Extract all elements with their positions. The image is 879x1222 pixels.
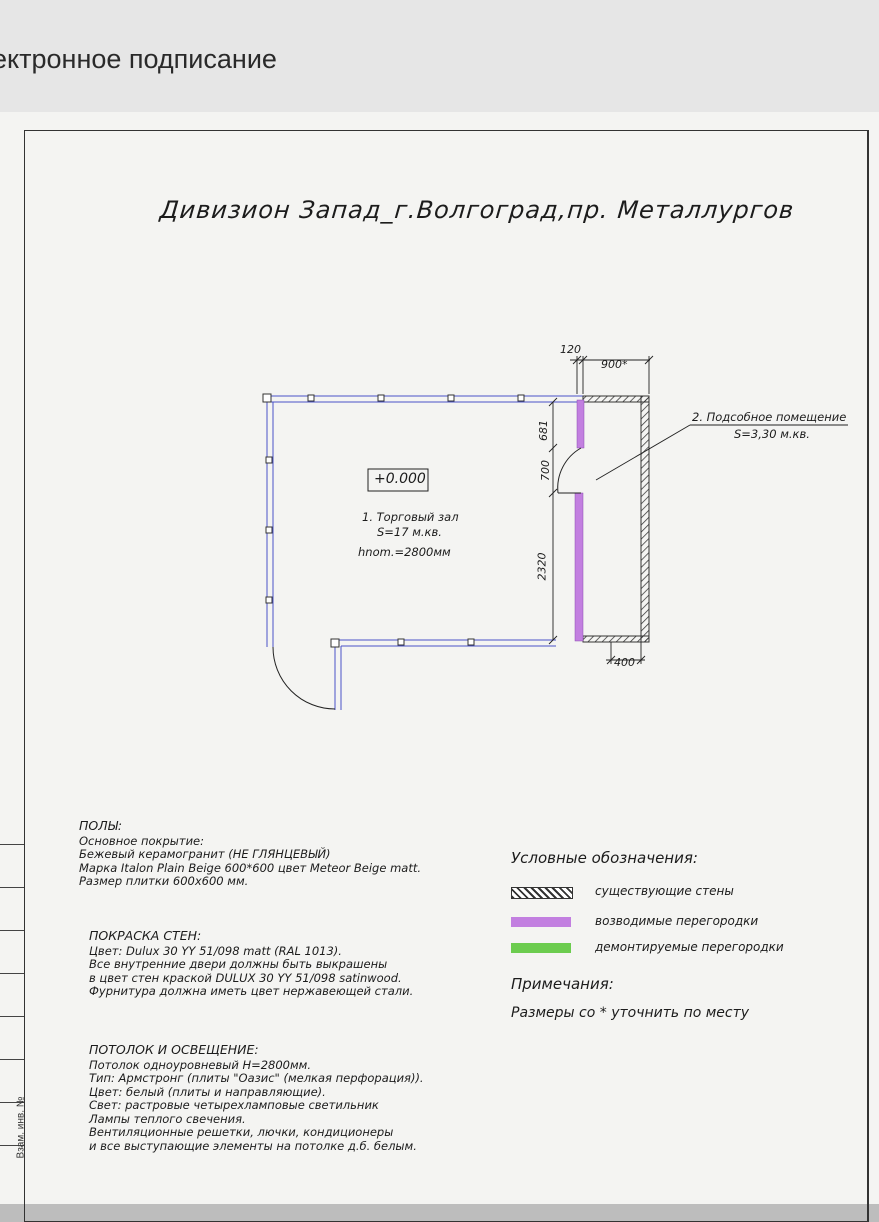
room1-height: hnom.=2800мм	[358, 545, 451, 559]
legend-label: существующие стены	[595, 884, 734, 898]
inner-door-swing	[557, 447, 582, 494]
remarks-title: Примечания:	[511, 975, 614, 993]
paint-line: Цвет: Dulux 30 YY 51/098 matt (RAL 1013)…	[89, 943, 342, 958]
dim-2320: 2320	[535, 552, 549, 581]
ceiling-line: Потолок одноуровневый H=2800мм.	[89, 1057, 312, 1072]
floor-plan	[262, 355, 848, 710]
legend-swatch-demolished	[511, 943, 571, 953]
legend-swatch-existing	[511, 887, 573, 899]
level-mark-box	[367, 468, 429, 492]
ceiling-line: Лампы теплого свечения.	[89, 1111, 246, 1126]
floors-line: Бежевый керамогранит (НЕ ГЛЯНЦЕВЫЙ)	[79, 847, 331, 861]
dim-120: 120	[560, 343, 581, 356]
ceiling-line: и все выступающие элементы на потолке д.…	[89, 1138, 417, 1153]
floors-line: Основное покрытие:	[79, 833, 204, 848]
dim-900: 900*	[601, 358, 628, 371]
legend-label: возводимые перегородки	[595, 914, 759, 928]
paint-line: Все внутренние двери должны быть выкраше…	[89, 957, 388, 971]
room2-area: S=3,30 м.кв.	[734, 427, 810, 441]
dim-681: 681	[537, 420, 550, 441]
entrance-door-swing	[272, 646, 336, 710]
legend-swatch-new	[511, 917, 571, 927]
ceiling-notes: ПОТОЛОК И ОСВЕЩЕНИЕ: Потолок одноуровнев…	[89, 1043, 424, 1153]
level-mark: +0.000	[374, 471, 426, 487]
dim-400: 400	[614, 656, 635, 669]
window-title: ектронное подписание	[0, 44, 277, 74]
ceiling-line: Тип: Армстронг (плиты "Оазис" (мелкая пе…	[89, 1071, 424, 1085]
dimension-lines	[548, 355, 848, 665]
ceiling-line: Цвет: белый (плиты и направляющие).	[89, 1084, 326, 1099]
new-partitions	[574, 399, 585, 642]
ceiling-heading: ПОТОЛОК И ОСВЕЩЕНИЕ:	[89, 1042, 259, 1057]
utility-room-walls	[582, 395, 650, 643]
floors-line: Марка Italon Plain Beige 600*600 цвет Me…	[79, 860, 422, 875]
ceiling-line: Свет: растровые четырехламповые светильн…	[89, 1098, 379, 1112]
paint-line: Фурнитура должна иметь цвет нержавеющей …	[89, 984, 414, 998]
existing-walls	[266, 395, 583, 710]
legend-title: Условные обозначения:	[511, 849, 698, 867]
remarks-text: Размеры со * уточнить по месту	[511, 1005, 750, 1021]
wall-columns	[262, 393, 525, 648]
stamp-cells	[0, 802, 24, 1146]
legend-label: демонтируемые перегородки	[595, 940, 784, 954]
paint-notes: ПОКРАСКА СТЕН: Цвет: Dulux 30 YY 51/098 …	[89, 929, 413, 999]
paint-heading: ПОКРАСКА СТЕН:	[89, 928, 202, 943]
floors-notes: ПОЛЫ: Основное покрытие: Бежевый керамог…	[79, 819, 421, 889]
floors-line: Размер плитки 600х600 мм.	[79, 874, 249, 888]
dim-700: 700	[539, 460, 552, 481]
room1-area: S=17 м.кв.	[377, 525, 442, 539]
drawing-sheet: Взам. инв. № Дивизион Запад_г.Волгоград,…	[0, 112, 879, 1222]
floors-heading: ПОЛЫ:	[79, 818, 123, 833]
window-titlebar: ектронное подписание	[0, 0, 879, 113]
paint-line: в цвет стен краской DULUX 30 YY 51/098 s…	[89, 970, 402, 985]
room2-name: 2. Подсобное помещение	[692, 410, 847, 424]
ceiling-line: Вентиляционные решетки, лючки, кондицион…	[89, 1125, 394, 1139]
room1-name: 1. Торговый зал	[362, 510, 459, 524]
